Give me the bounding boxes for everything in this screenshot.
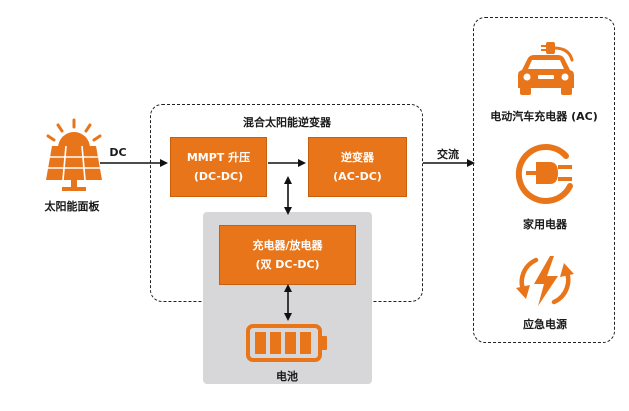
outputs-group xyxy=(473,17,615,343)
plug-icon xyxy=(515,143,573,204)
inverter-line1: 逆变器 xyxy=(341,151,374,164)
charger-discharger-box: 充电器/放电器 (双 DC-DC) xyxy=(219,225,356,285)
output-label-appliances: 家用电器 xyxy=(523,218,567,231)
hybrid-inverter-title: 混合太阳能逆变器 xyxy=(243,116,331,129)
dc-label: DC xyxy=(109,146,127,159)
ac-label: 交流 xyxy=(437,148,459,161)
inverter-box: 逆变器 (AC-DC) xyxy=(308,137,407,197)
solar-panel-icon xyxy=(46,118,102,191)
output-label-ev: 电动汽车充电器 (AC) xyxy=(490,110,598,123)
mppt-line1: MMPT 升压 xyxy=(186,151,251,164)
battery-icon xyxy=(246,324,327,362)
mppt-charger-arrow xyxy=(284,176,292,215)
ev-charging-car-icon xyxy=(518,42,574,95)
charger-battery-arrow xyxy=(284,284,292,321)
charger-line1: 充电器/放电器 xyxy=(252,239,323,252)
output-label-emergency: 应急电源 xyxy=(523,318,567,331)
lightning-refresh-icon xyxy=(516,256,574,306)
solar-panel-label: 太阳能面板 xyxy=(44,200,100,213)
charger-line2: (双 DC-DC) xyxy=(255,258,320,271)
inverter-line2: (AC-DC) xyxy=(333,170,382,183)
mppt-to-inverter-arrow xyxy=(268,159,306,167)
battery-label: 电池 xyxy=(276,370,298,383)
ac-arrow xyxy=(423,159,475,167)
mppt-boost-box: MMPT 升压 (DC-DC) xyxy=(170,137,267,197)
mppt-line2: (DC-DC) xyxy=(193,170,244,183)
